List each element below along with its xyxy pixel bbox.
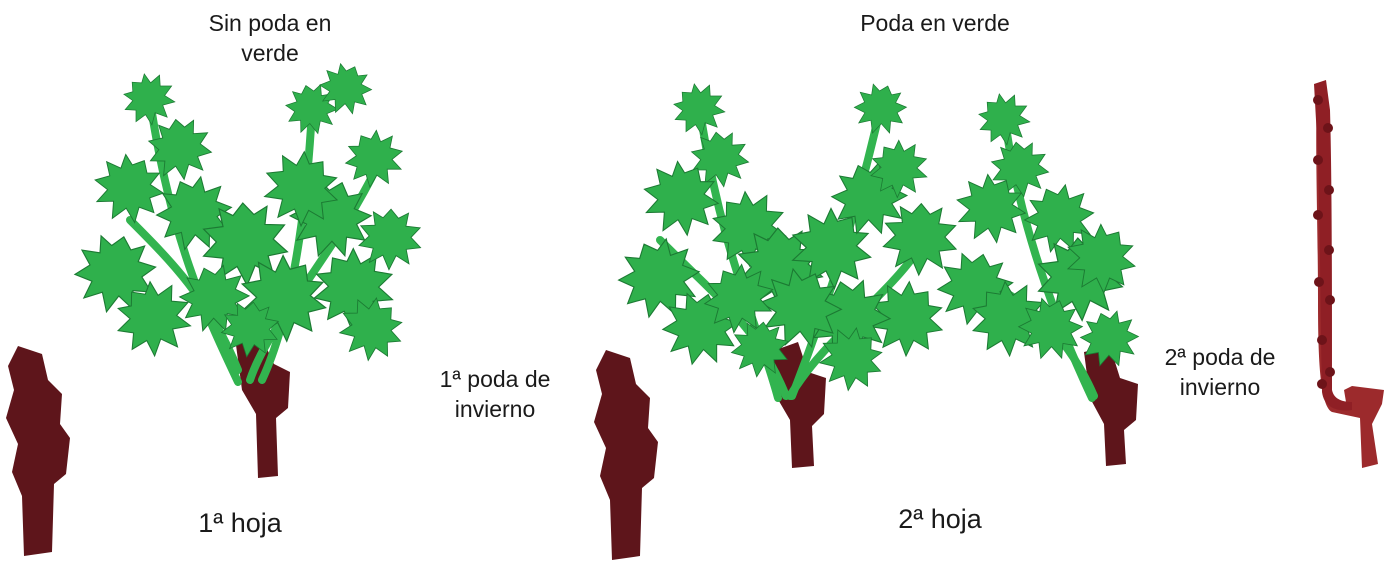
cane-icon [1313,80,1384,468]
label-sin-poda: Sin poda en verde [208,10,332,66]
leaf-icon [968,83,1041,156]
leafy-grapevine-icon [930,83,1148,466]
leafy-grapevine-icon [607,73,959,468]
label-segunda-poda: 2ª poda de invierno [1164,344,1276,400]
grapevine-stump-icon [6,346,70,556]
label-primera-hoja: 1ª hoja [198,508,282,538]
leaf-icon [848,77,913,142]
grapevine-stump-icon [594,350,658,560]
leaf-icon [336,121,414,198]
label-poda-verde: Poda en verde [860,10,1010,36]
leaf-icon [663,73,736,146]
label-segunda-hoja: 2ª hoja [898,504,982,534]
leafy-grapevine-icon [67,56,423,478]
label-primera-poda: 1ª poda de invierno [439,366,551,422]
